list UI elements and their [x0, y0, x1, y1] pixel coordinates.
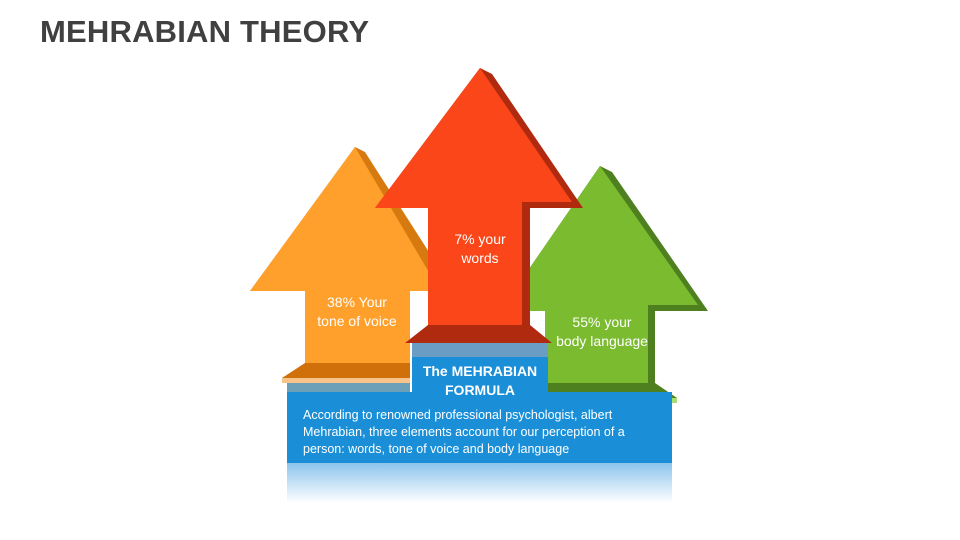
slide-title: MEHRABIAN THEORY [40, 14, 370, 49]
formula-description: According to renowned professional psych… [303, 408, 625, 456]
arrow-label-words: 7% your words [454, 231, 506, 266]
arrow-label-tone-of-voice: 38% Your tone of voice [317, 294, 397, 329]
formula-box [287, 357, 672, 503]
arrow-label-body-language: 55% your body language [556, 314, 648, 349]
orange-arrow-tone-of-voice [250, 147, 450, 392]
formula-title: The MEHRABIAN FORMULA [422, 363, 538, 398]
red-arrow-words [375, 68, 583, 357]
